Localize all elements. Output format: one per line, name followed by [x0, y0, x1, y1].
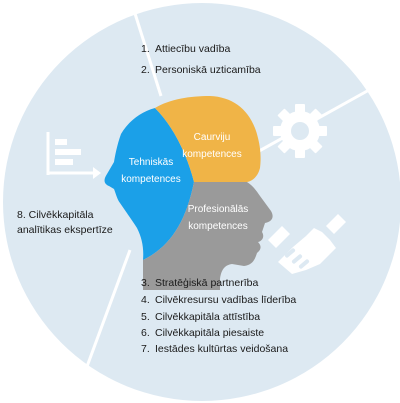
top-list-item-text: Personiskā uzticamība — [155, 64, 261, 76]
technical-label-line: Tehniskās — [128, 157, 174, 168]
leadership-label-line: kompetences — [182, 149, 242, 160]
left-label-line: 8. Cilvēkkapitāla — [17, 209, 94, 221]
technical-competences-label: Tehniskās kompetences — [108, 154, 194, 188]
bottom-list-item-number: 6. — [141, 327, 150, 339]
gear-icon — [273, 104, 327, 158]
top-list-item-text: Attiecību vadība — [155, 43, 231, 55]
bottom-list-item-text: Stratēģiskā partnerība — [155, 277, 259, 289]
bottom-list-item: 3. Stratēģiskā partnerība — [141, 277, 258, 290]
divider-line-top — [130, 3, 163, 97]
top-list-item: 1. Attiecību vadība — [141, 43, 230, 56]
leadership-competences-segment — [155, 96, 261, 182]
divider-line-bottom — [80, 249, 132, 381]
bottom-list-item-text: Cilvēkresursu vadības līderība — [155, 294, 297, 306]
top-list-item: 2. Personiskā uzticamība — [141, 64, 261, 77]
bottom-list-item-number: 4. — [141, 294, 150, 306]
professional-label-line: kompetences — [188, 221, 248, 232]
technical-competences-segment — [104, 108, 194, 260]
handshake-icon — [268, 214, 346, 274]
bottom-list-item-text: Cilvēkkapitāla piesaiste — [155, 327, 265, 339]
bottom-list-item-text: Iestādes kultūrtas veidošana — [155, 343, 289, 355]
bottom-list-item-number: 3. — [141, 277, 150, 289]
professional-competences-segment — [143, 182, 273, 290]
bottom-list-item-number: 5. — [141, 311, 150, 323]
bottom-list-item: 7. Iestādes kultūrtas veidošana — [141, 343, 288, 356]
leadership-competences-label: Caurviju kompetences — [168, 129, 256, 163]
technical-label-line: kompetences — [121, 174, 181, 185]
leadership-label-line: Caurviju — [193, 132, 231, 143]
top-list-item-number: 2. — [141, 64, 150, 76]
bottom-list-item: 6. Cilvēkkapitāla piesaiste — [141, 327, 264, 340]
professional-label-line: Profesionālās — [187, 204, 249, 215]
bottom-list-item-text: Cilvēkkapitāla attīstība — [155, 311, 261, 323]
bottom-list-item: 4. Cilvēkresursu vadības līderība — [141, 294, 296, 307]
top-list-item-number: 1. — [141, 43, 150, 55]
analytics-chart-icon — [46, 132, 101, 179]
professional-competences-label: Profesionālās kompetences — [170, 201, 266, 235]
bottom-list-item-number: 7. — [141, 343, 150, 355]
bottom-list-item: 5. Cilvēkkapitāla attīstība — [141, 311, 260, 324]
left-label-line: analītikas ekspertīze — [17, 224, 113, 236]
